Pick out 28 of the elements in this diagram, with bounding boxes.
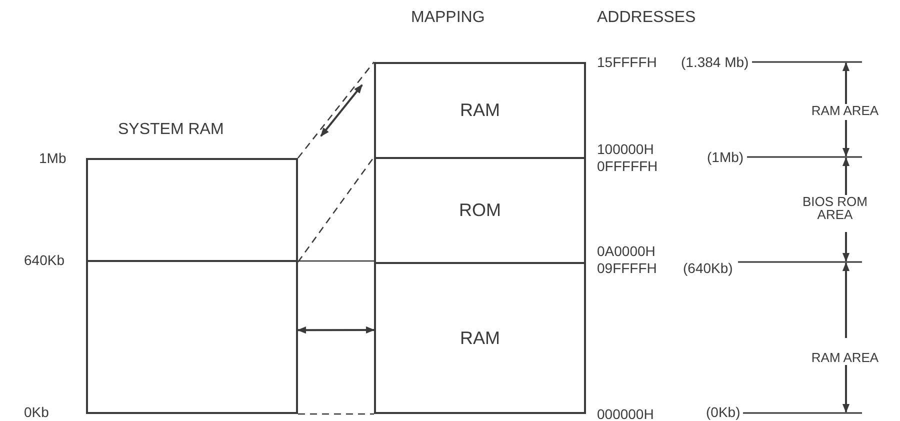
memory-box <box>86 260 298 414</box>
size-label: (0Kb) <box>706 404 740 420</box>
double-arrow <box>297 326 375 334</box>
address-label: 000000H <box>597 406 654 421</box>
memory-box <box>86 158 298 262</box>
size-label: 0Kb <box>24 404 49 420</box>
size-label: (1Mb) <box>707 149 744 165</box>
projection-line <box>298 62 374 158</box>
column-heading: ADDRESSES <box>597 10 696 26</box>
address-label: 0FFFFFH <box>597 158 658 174</box>
column-heading: SYSTEM RAM <box>118 122 224 138</box>
address-label: 100000H <box>597 141 654 157</box>
size-label: (640Kb) <box>683 260 733 276</box>
memory-block <box>374 262 586 414</box>
block-label: ROM <box>459 200 501 221</box>
memory-block <box>374 62 586 159</box>
projection-line <box>298 413 374 415</box>
address-label: 0A0000H <box>597 243 656 259</box>
address-label: 09FFFFH <box>597 260 657 276</box>
size-label: 640Kb <box>24 252 64 268</box>
size-label: 1Mb <box>39 150 66 166</box>
projection-line <box>297 156 375 262</box>
size-label: (1.384 Mb) <box>681 54 749 70</box>
column-heading: MAPPING <box>411 10 485 26</box>
address-label: 15FFFFH <box>597 54 657 70</box>
memory-block <box>374 157 586 264</box>
block-label: RAM <box>460 100 500 121</box>
block-label: RAM <box>460 328 500 348</box>
